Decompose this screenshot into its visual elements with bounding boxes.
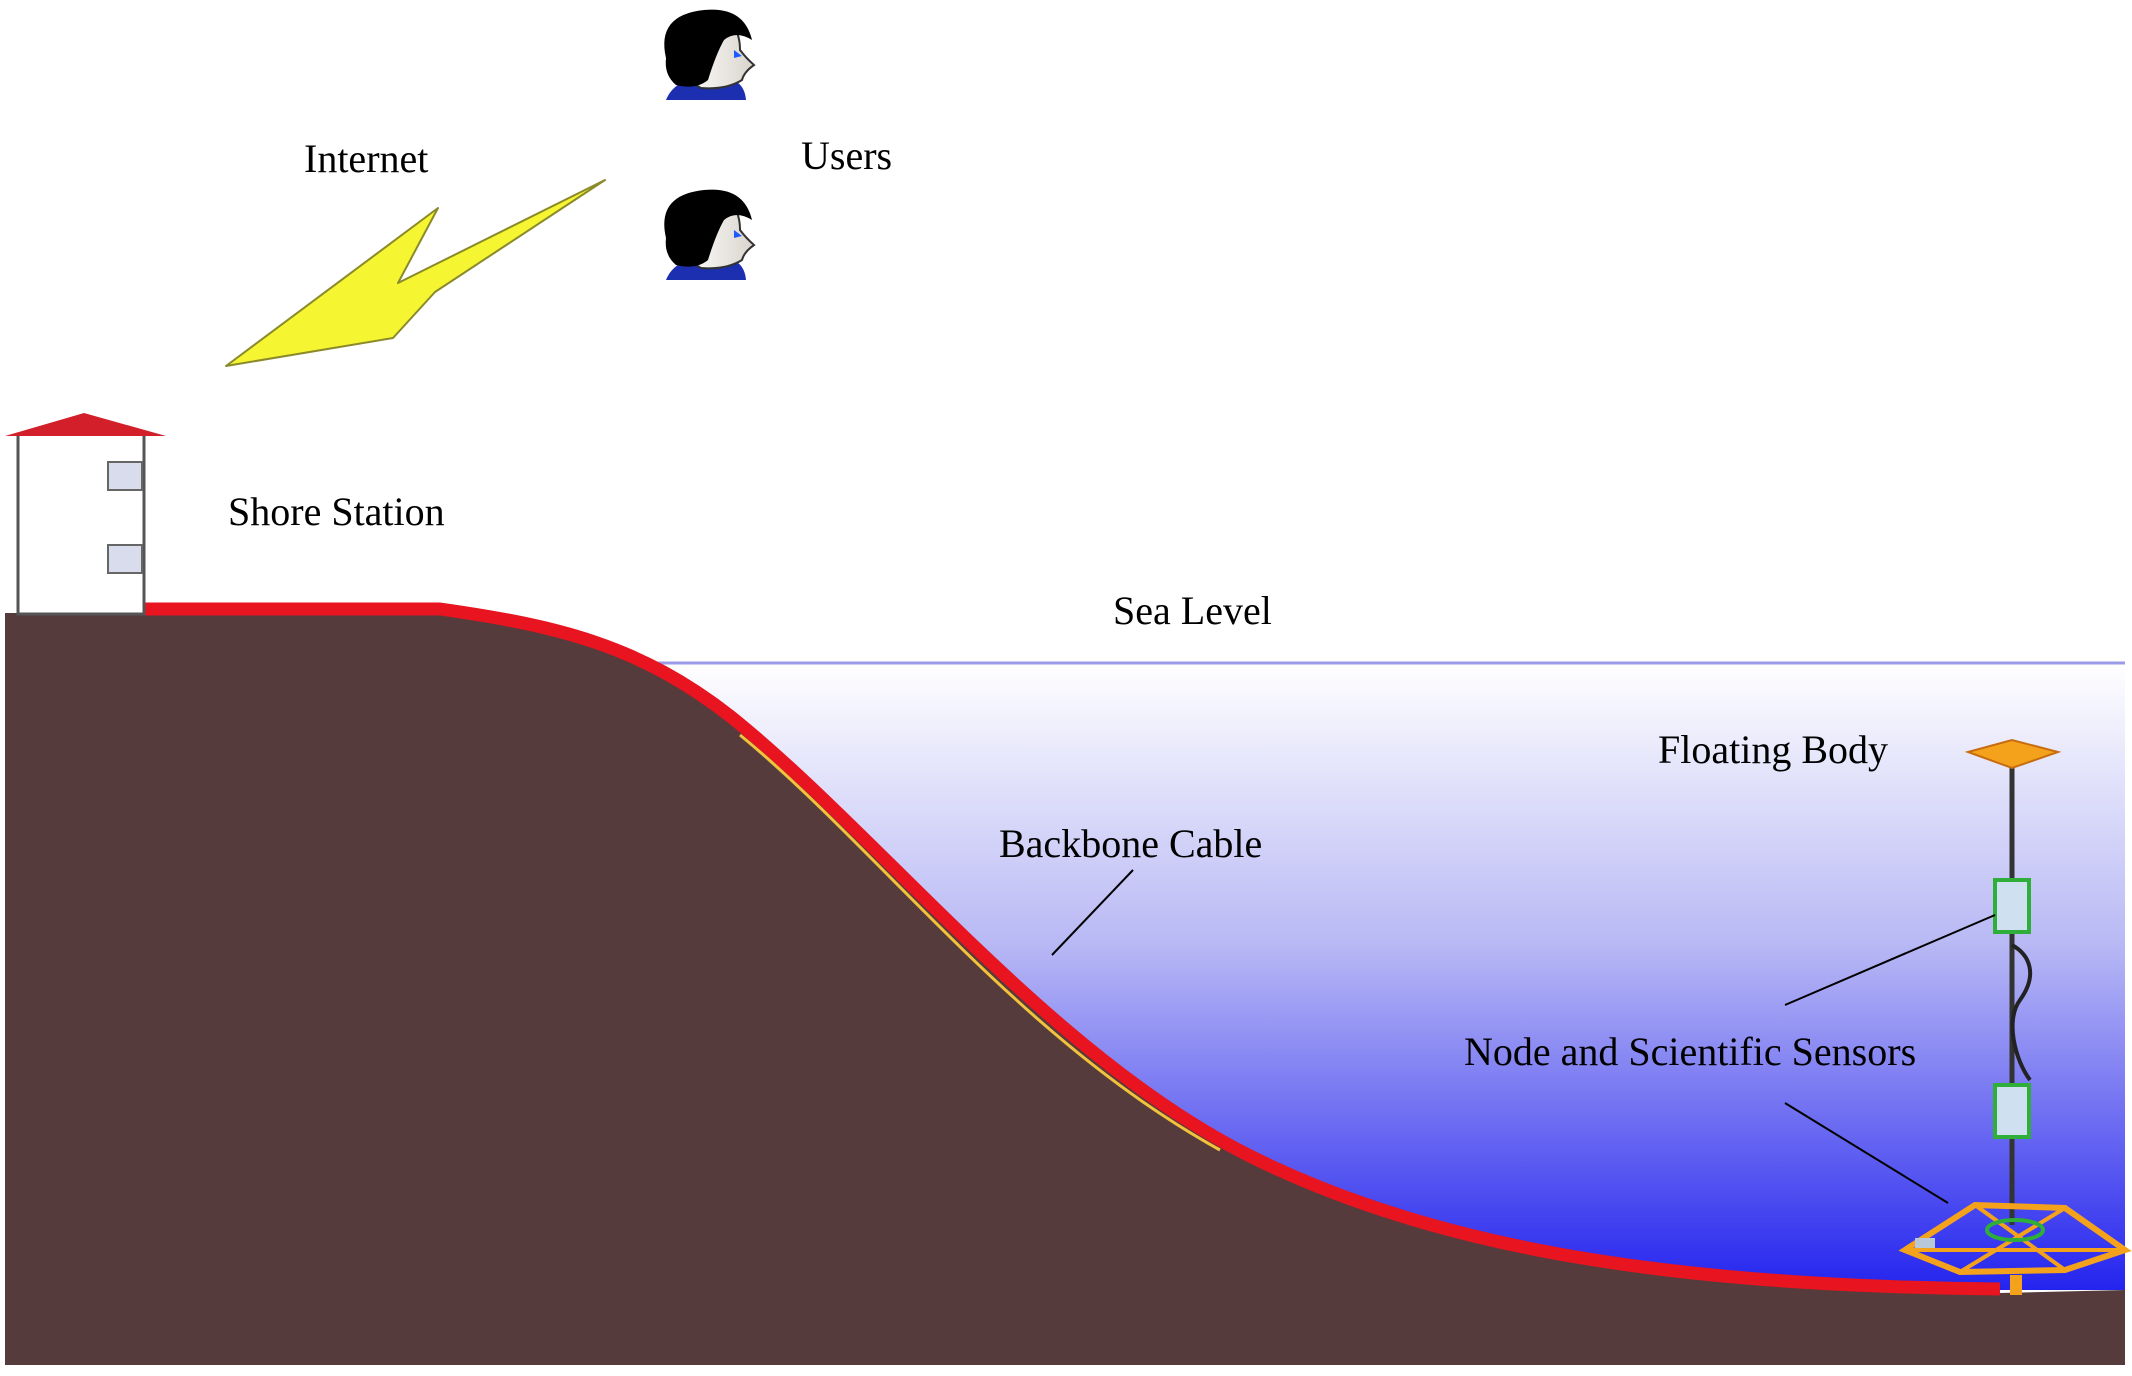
backbone-cable-line xyxy=(145,602,2001,1296)
sensor-module-icon xyxy=(1993,878,2031,934)
shore-station-label: Shore Station xyxy=(228,489,445,534)
user-avatar-icon xyxy=(664,9,756,100)
sensor-leader-lower xyxy=(1784,1102,1949,1204)
user-avatar-icon xyxy=(664,189,756,280)
mooring-system xyxy=(1898,738,2132,1295)
floating-body-label: Floating Body xyxy=(1658,727,1889,772)
internet-label: Internet xyxy=(304,136,429,181)
sensor-leader-upper xyxy=(1784,914,1996,1006)
seabed-node-frame-icon xyxy=(1898,1201,2132,1295)
cable-highlight xyxy=(739,733,1221,1152)
floating-body-icon xyxy=(1964,738,2062,770)
internet-lightning-icon xyxy=(225,179,606,367)
ground-terrain xyxy=(5,613,2125,1365)
backbone-cable-leader xyxy=(1051,869,1134,956)
sensor-module-icon xyxy=(1993,1083,2031,1139)
users-label: Users xyxy=(801,133,893,178)
backbone-cable-label: Backbone Cable xyxy=(999,821,1263,866)
shore-station-building xyxy=(5,413,166,616)
node-sensors-label: Node and Scientific Sensors xyxy=(1464,1029,1917,1074)
sea-level-label: Sea Level xyxy=(1113,588,1272,633)
